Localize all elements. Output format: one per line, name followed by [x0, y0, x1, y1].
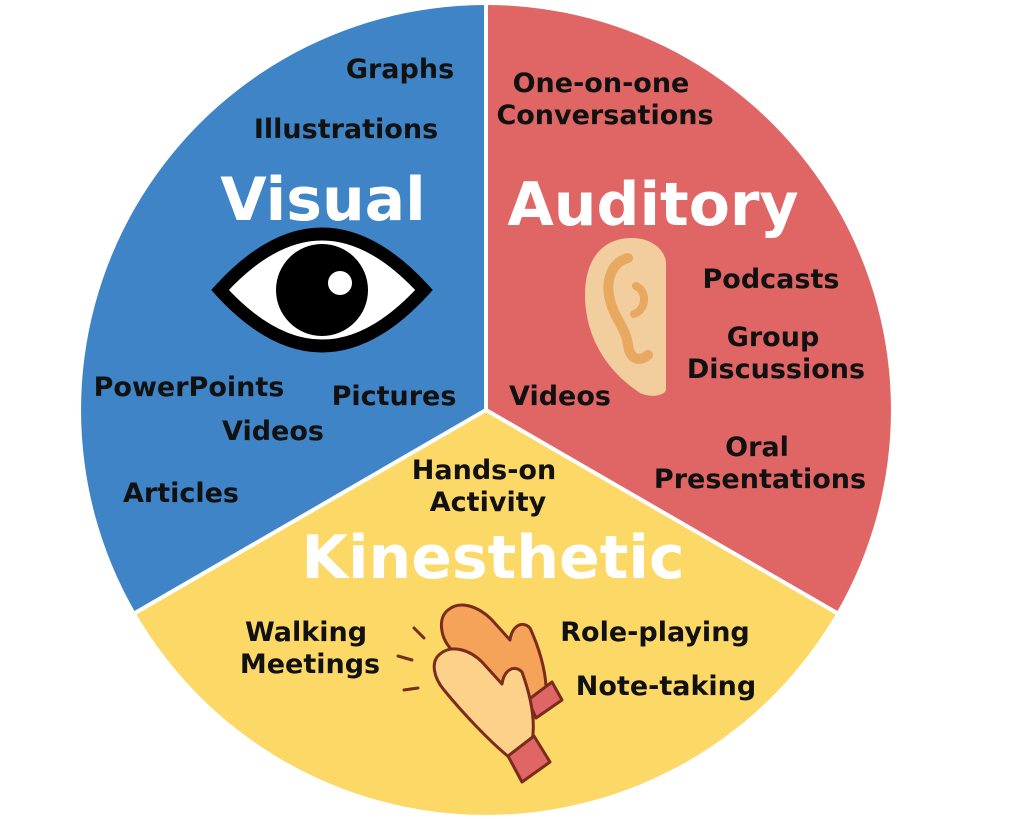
kinesthetic-item-activity: Activity	[430, 487, 547, 518]
auditory-item-podcasts: Podcasts	[703, 264, 840, 295]
auditory-sector	[486, 5, 891, 613]
auditory-item-group: Group	[727, 322, 820, 353]
kinesthetic-sector	[135, 410, 837, 815]
auditory-item-conversations: Conversations	[496, 100, 713, 131]
auditory-item-videos: Videos	[509, 381, 611, 412]
kinesthetic-item-walking: Walking	[245, 617, 367, 648]
auditory-item-discussions: Discussions	[687, 354, 865, 385]
eye-icon	[211, 227, 433, 353]
kinesthetic-title: Kinesthetic	[301, 523, 684, 593]
kinesthetic-item-role-playing: Role-playing	[560, 617, 750, 648]
kinesthetic-item-hands-on: Hands-on	[412, 455, 556, 486]
auditory-item-one-on-one: One-on-one	[513, 68, 690, 99]
visual-item-powerpoints: PowerPoints	[94, 372, 285, 403]
visual-item-graphs: Graphs	[346, 54, 454, 85]
clapping-hands-icon	[396, 603, 564, 784]
visual-item-illustrations: Illustrations	[254, 114, 438, 145]
sector-dividers	[133, 3, 839, 615]
auditory-title: Auditory	[507, 170, 798, 240]
visual-item-articles: Articles	[123, 478, 239, 509]
ear-icon	[585, 238, 666, 396]
visual-item-pictures: Pictures	[332, 381, 457, 412]
kinesthetic-item-meetings: Meetings	[240, 649, 380, 680]
visual-title: Visual	[220, 165, 425, 235]
auditory-item-oral: Oral	[725, 432, 789, 463]
kinesthetic-item-note-taking: Note-taking	[576, 671, 756, 702]
auditory-item-presentations: Presentations	[654, 464, 866, 495]
visual-item-videos: Videos	[222, 416, 324, 447]
